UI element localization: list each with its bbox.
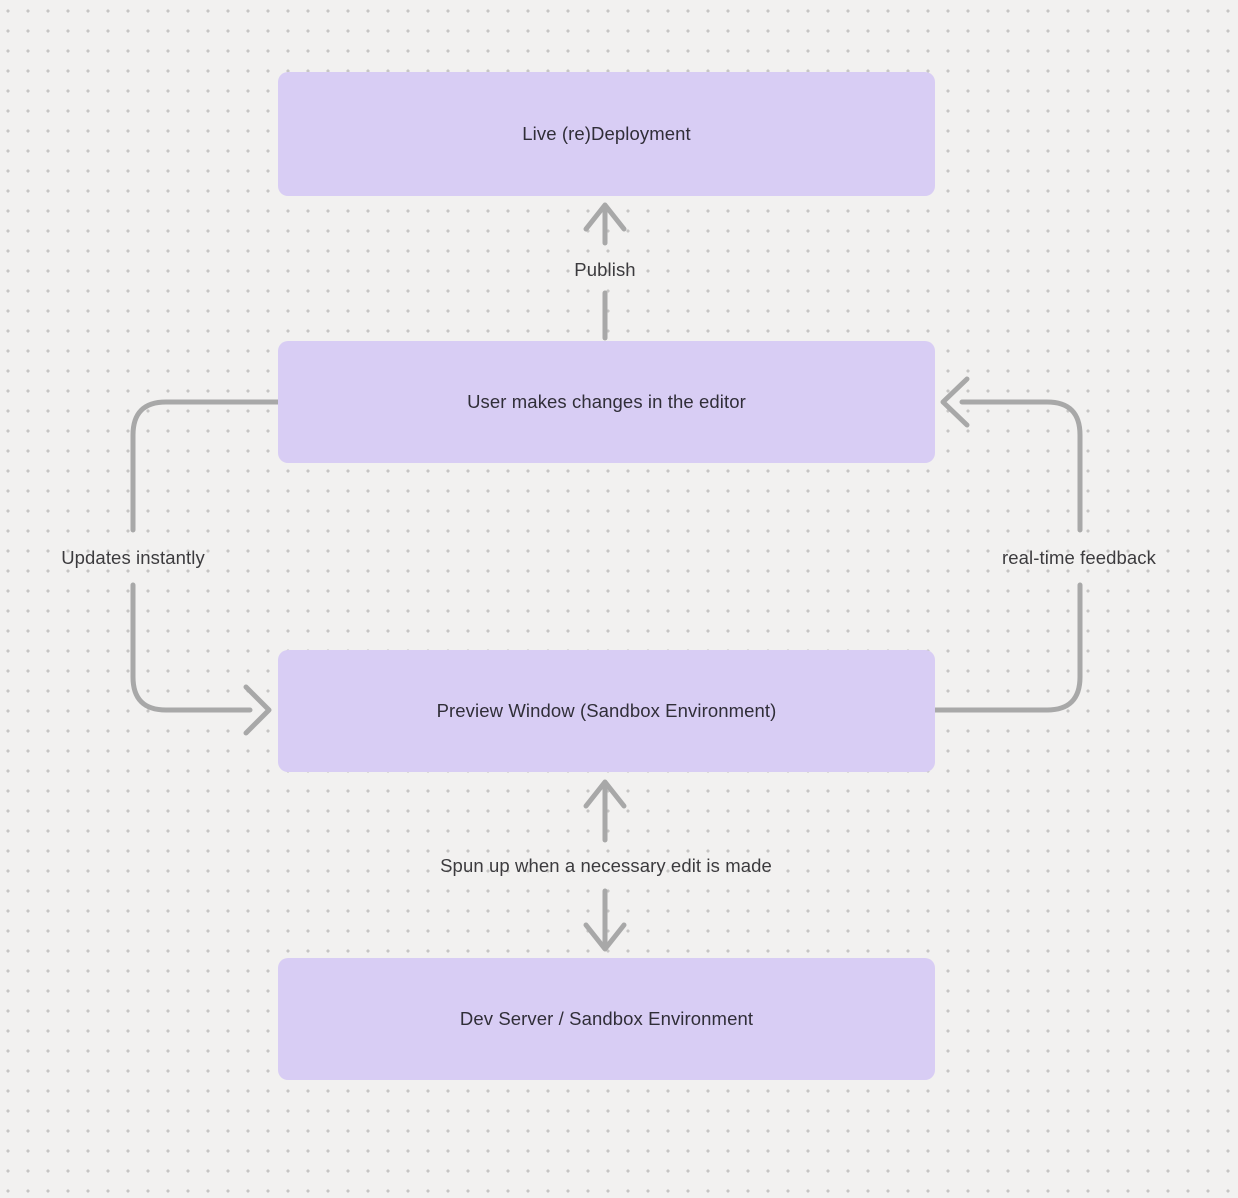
updates-arrow-segment-bottom xyxy=(130,582,253,713)
edge-label-real-time-feedback: real-time feedback xyxy=(1002,547,1156,568)
arrow-up-icon xyxy=(583,779,627,809)
arrow-right-icon xyxy=(243,684,272,736)
arrow-left-icon xyxy=(940,376,970,428)
node-preview-window-label: Preview Window (Sandbox Environment) xyxy=(436,700,777,721)
edge-label-spun-up: Spun up when a necessary edit is made xyxy=(440,855,772,876)
arrow-up-icon xyxy=(583,202,627,232)
node-live-redeployment[interactable]: Live (re)Deployment xyxy=(278,72,935,196)
node-preview-window[interactable]: Preview Window (Sandbox Environment) xyxy=(278,650,935,772)
node-user-editor[interactable]: User makes changes in the editor xyxy=(278,341,935,463)
edge-label-updates-instantly: Updates instantly xyxy=(61,547,205,568)
feedback-arrow-segment-bottom xyxy=(932,582,1083,713)
node-user-editor-label: User makes changes in the editor xyxy=(467,391,746,412)
edge-label-publish: Publish xyxy=(574,259,636,280)
real-time-feedback-arrow xyxy=(932,376,1083,713)
updates-arrow-segment-top xyxy=(130,399,281,533)
node-dev-server-label: Dev Server / Sandbox Environment xyxy=(459,1008,754,1029)
node-live-redeployment-label: Live (re)Deployment xyxy=(522,123,691,144)
arrow-down-icon xyxy=(583,922,627,952)
node-dev-server[interactable]: Dev Server / Sandbox Environment xyxy=(278,958,935,1080)
feedback-arrow-segment-top xyxy=(959,399,1083,533)
